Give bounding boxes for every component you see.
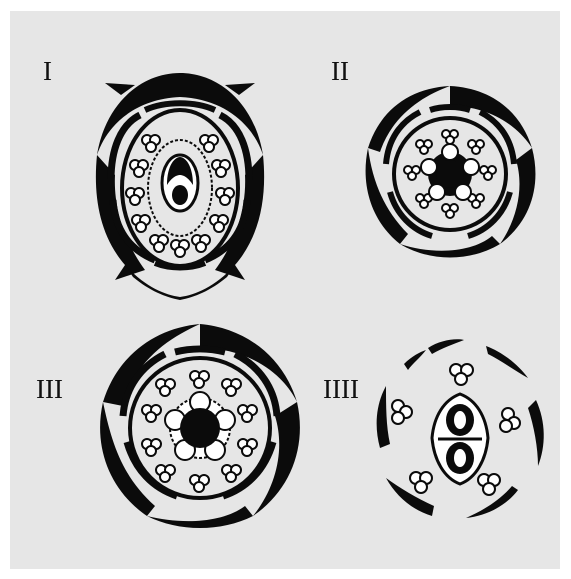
diagram-label-2: II	[331, 58, 349, 85]
floral-diagram-4	[368, 330, 553, 530]
pistil	[165, 392, 235, 460]
pistil	[162, 155, 198, 211]
floral-diagram-1	[85, 65, 275, 305]
pistil	[432, 394, 488, 484]
pistil	[421, 144, 479, 200]
floral-diagram-3	[95, 320, 305, 530]
diagram-label-1: I	[43, 58, 52, 85]
diagram-label-3: III	[36, 376, 63, 403]
floral-diagram-2	[360, 82, 540, 262]
diagram-label-4: IIII	[323, 376, 359, 403]
